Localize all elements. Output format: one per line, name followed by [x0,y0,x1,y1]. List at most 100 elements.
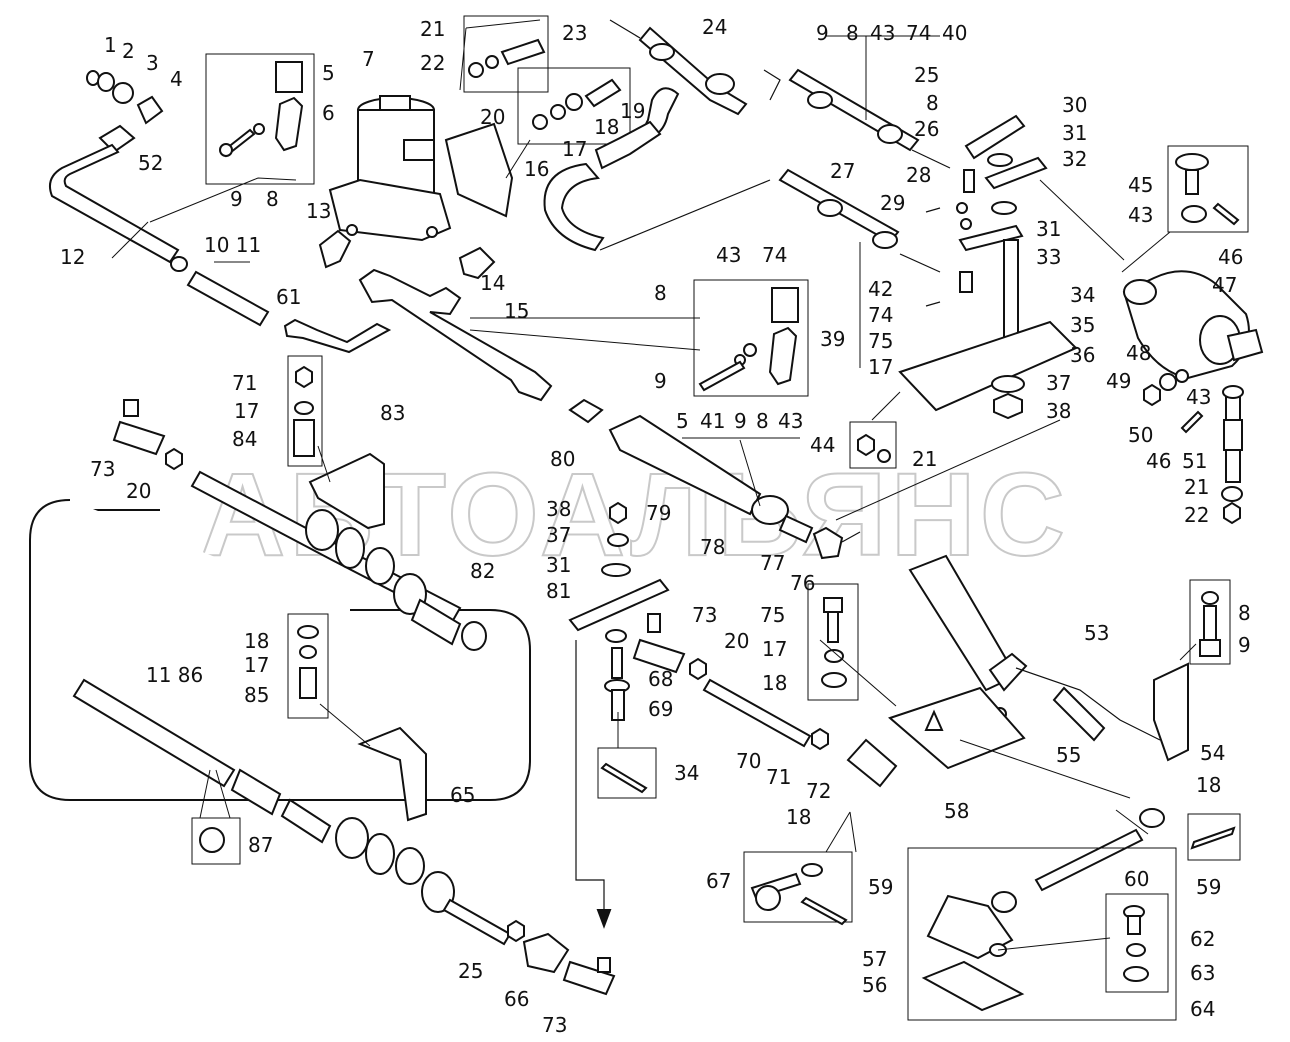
callout-73c: 73 [542,1013,567,1037]
callout-16: 16 [524,157,549,181]
callout-37b: 37 [546,523,571,547]
callout-38b: 38 [546,497,571,521]
callout-43d: 43 [716,243,741,267]
callout-53: 53 [1084,621,1109,645]
callout-67: 67 [706,869,731,893]
callout-29: 29 [880,191,905,215]
callout-60: 60 [1124,867,1149,891]
callout-82: 82 [470,559,495,583]
callout-22b: 22 [1184,503,1209,527]
callout-17c: 17 [234,399,259,423]
callout-34: 34 [1070,283,1095,307]
callout-36: 36 [1070,343,1095,367]
callout-28: 28 [906,163,931,187]
callout-14: 14 [480,271,505,295]
callout-18b: 18 [244,629,269,653]
callout-8e: 8 [756,409,769,433]
callout-49: 49 [1106,369,1131,393]
callout-39: 39 [820,327,845,351]
callout-17d: 17 [762,637,787,661]
callout-26: 26 [914,117,939,141]
callout-35: 35 [1070,313,1095,337]
callout-24: 24 [702,15,727,39]
callout-9e: 9 [1238,633,1251,657]
callout-3: 3 [146,51,159,75]
callout-11-86: 11 86 [146,663,203,687]
callout-17b: 17 [868,355,893,379]
callout-74b: 74 [868,303,893,327]
callout-4: 4 [170,67,183,91]
callout-70: 70 [736,749,761,773]
callout-31c: 31 [546,553,571,577]
callout-71b: 71 [766,765,791,789]
callout-44: 44 [810,433,835,457]
callout-83: 83 [380,401,405,425]
callout-64: 64 [1190,997,1215,1021]
callout-40: 40 [942,21,967,45]
callout-81: 81 [546,579,571,603]
callout-73: 73 [90,457,115,481]
callout-63: 63 [1190,961,1215,985]
callout-46: 46 [1218,245,1243,269]
callout-18d: 18 [786,805,811,829]
callout-50: 50 [1128,423,1153,447]
callout-17e: 17 [244,653,269,677]
callout-37: 37 [1046,371,1071,395]
callout-65: 65 [450,783,475,807]
callout-7: 7 [362,47,375,71]
callout-25b: 25 [458,959,483,983]
callout-9c: 9 [654,369,667,393]
callout-27: 27 [830,159,855,183]
callout-6: 6 [322,101,335,125]
callout-76: 76 [790,571,815,595]
callout-51: 51 [1182,449,1207,473]
callout-55: 55 [1056,743,1081,767]
callout-57: 57 [862,947,887,971]
callout-1: 1 [104,33,117,57]
callout-18: 18 [594,115,619,139]
callout-59b: 59 [868,875,893,899]
callout-32: 32 [1062,147,1087,171]
callout-75b: 75 [760,603,785,627]
callout-9d: 9 [734,409,747,433]
callout-15: 15 [504,299,529,323]
callout-87: 87 [248,833,273,857]
callout-72: 72 [806,779,831,803]
callout-41: 41 [700,409,725,433]
callout-46b: 46 [1146,449,1171,473]
callout-12: 12 [60,245,85,269]
callout-5: 5 [322,61,335,85]
callout-34b: 34 [674,761,699,785]
callout-labels: 1 2 3 4 52 5 6 9 8 7 12 10 11 61 13 14 1… [60,15,1251,1037]
callout-69: 69 [648,697,673,721]
callout-20c: 20 [724,629,749,653]
callout-21b: 21 [1184,475,1209,499]
callout-84: 84 [232,427,257,451]
parts-drawing [29,15,1264,1021]
leader-lines [111,19,1197,951]
callout-2: 2 [122,39,135,63]
callout-80: 80 [550,447,575,471]
callout-18c: 18 [1196,773,1221,797]
callout-5b: 5 [676,409,689,433]
callout-38: 38 [1046,399,1071,423]
callout-43c: 43 [1186,385,1211,409]
callout-52: 52 [138,151,163,175]
callout-33: 33 [1036,245,1061,269]
callout-48: 48 [1126,341,1151,365]
callout-17: 17 [562,137,587,161]
callout-31: 31 [1062,121,1087,145]
callout-43e: 43 [778,409,803,433]
callout-45: 45 [1128,173,1153,197]
callout-43: 43 [870,21,895,45]
callout-77: 77 [760,551,785,575]
callout-8d: 8 [654,281,667,305]
callout-20b: 20 [126,479,151,503]
callout-61: 61 [276,285,301,309]
callout-9b: 9 [816,21,829,45]
callout-71: 71 [232,371,257,395]
callout-18: 18 [762,671,787,695]
callout-75: 75 [868,329,893,353]
